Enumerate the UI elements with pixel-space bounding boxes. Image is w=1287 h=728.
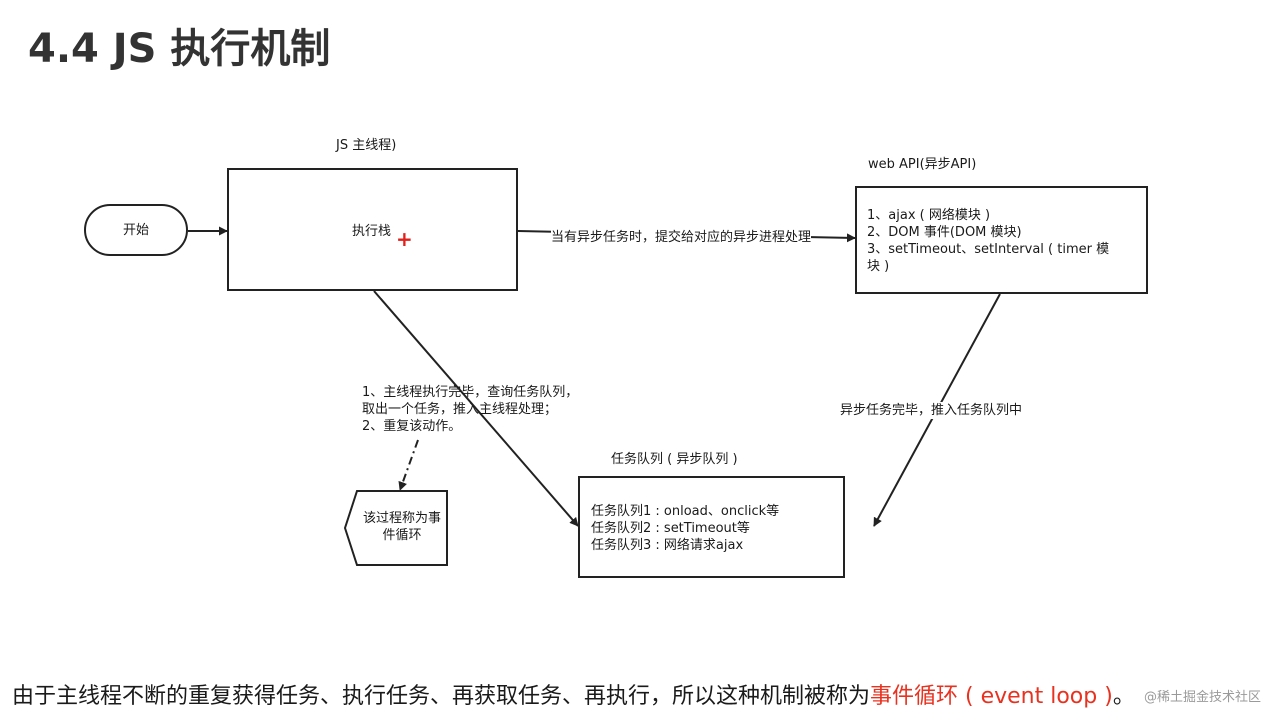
bottom-caption-text: 由于主线程不断的重复获得任务、执行任务、再获取任务、再执行，所以这种机制被称为: [12, 684, 871, 709]
webapi-item: 块 ): [867, 259, 890, 274]
webapi-label: web API(异步API): [868, 157, 977, 172]
arrow-stack-to-queue: [373, 290, 579, 527]
bottom-caption: 由于主线程不断的重复获得任务、执行任务、再获取任务、再执行，所以这种机制被称为事…: [12, 678, 1135, 710]
event-loop-shape: [343, 490, 448, 566]
slide-title: 4.4 JS 执行机制: [28, 26, 331, 72]
webapi-box: 1、ajax ( 网络模块 ) 2、DOM 事件(DOM 模块) 3、setTi…: [855, 186, 1148, 294]
arrow-to-event-loop: [398, 439, 419, 491]
loop-notes: 1、主线程执行完毕，查询任务队列， 取出一个任务，推入主线程处理； 2、重复该动…: [362, 384, 578, 435]
event-loop-line: 该过程称为事: [362, 511, 441, 526]
queue-item: 任务队列2 : setTimeout等: [591, 521, 750, 536]
task-queue-box: 任务队列1 : onload、onclick等 任务队列2 : setTimeo…: [578, 476, 845, 578]
async-done-label: 异步任务完毕，推入任务队列中: [840, 402, 1023, 419]
main-thread-label: JS 主线程): [336, 138, 397, 153]
event-loop-line: 件循环: [382, 528, 422, 543]
bottom-caption-highlight: 事件循环 ( event loop ): [870, 684, 1113, 709]
loop-note-line: 取出一个任务，推入主线程处理；: [362, 402, 558, 417]
queue-item: 任务队列3 : 网络请求ajax: [591, 538, 744, 553]
bottom-caption-end: 。: [1112, 684, 1135, 709]
watermark: @稀土掘金技术社区: [1143, 690, 1261, 705]
exec-stack-box: [227, 168, 518, 291]
webapi-item: 2、DOM 事件(DOM 模块): [867, 225, 1022, 240]
webapi-item: 1、ajax ( 网络模块 ): [867, 208, 991, 223]
async-label: 当有异步任务时，提交给对应的异步进程处理: [551, 229, 812, 246]
webapi-list: 1、ajax ( 网络模块 ) 2、DOM 事件(DOM 模块) 3、setTi…: [867, 207, 1109, 275]
loop-note-line: 1、主线程执行完毕，查询任务队列，: [362, 385, 579, 400]
queue-item: 任务队列1 : onload、onclick等: [591, 504, 780, 519]
loop-note-line: 2、重复该动作。: [362, 419, 462, 434]
webapi-item: 3、setTimeout、setInterval ( timer 模: [867, 242, 1110, 257]
cursor-crosshair-icon: +: [396, 227, 413, 251]
start-node: 开始: [84, 204, 188, 256]
start-label: 开始: [122, 222, 149, 238]
queue-label: 任务队列 ( 异步队列 ): [611, 452, 738, 467]
queue-list: 任务队列1 : onload、onclick等 任务队列2 : setTimeo…: [591, 503, 779, 554]
exec-stack-label: 执行栈: [352, 224, 392, 239]
event-loop-text: 该过程称为事 件循环: [357, 510, 447, 544]
